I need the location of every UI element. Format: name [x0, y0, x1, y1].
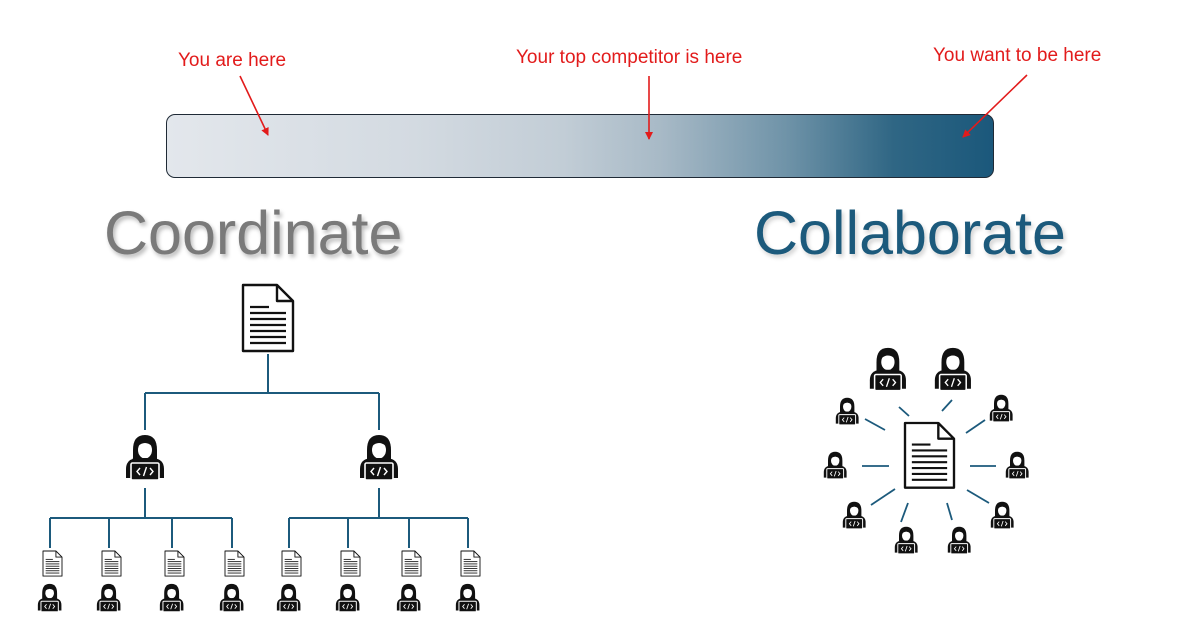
- arrow-want-to-be-here: [962, 74, 1028, 138]
- want-to-be-here-annotation: You want to be here: [933, 45, 1102, 66]
- coordinate-label: Coordinate: [104, 199, 403, 267]
- developer-icon: [1005, 451, 1030, 480]
- developer-icon: [947, 526, 972, 555]
- hierarchy-connectors: [49, 354, 469, 548]
- radial-connectors: [862, 399, 996, 523]
- document-icon: [903, 421, 956, 489]
- developer-icon: [869, 347, 907, 392]
- collaborate-label: Collaborate: [754, 199, 1066, 267]
- developer-icon: [989, 394, 1014, 423]
- you-are-here-annotation: You are here: [178, 50, 287, 71]
- maturity-spectrum-bar: [166, 114, 994, 178]
- developer-icon: [934, 347, 972, 392]
- developer-icon: [835, 397, 860, 426]
- developer-icon: [894, 526, 919, 555]
- developer-icon: [823, 451, 848, 480]
- top-competitor-annotation: Your top competitor is here: [516, 47, 743, 68]
- arrow-you-are-here: [239, 75, 269, 136]
- developer-icon: [990, 501, 1015, 530]
- developer-icon: [842, 501, 867, 530]
